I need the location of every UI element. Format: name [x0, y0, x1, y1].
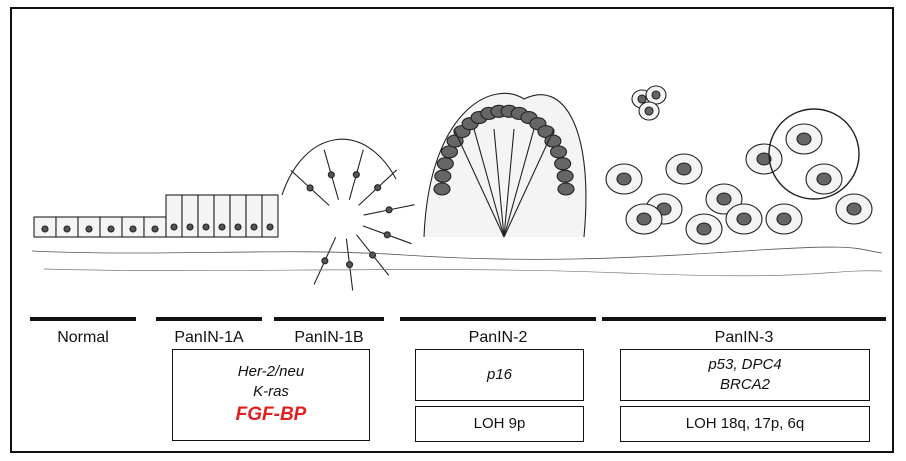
stage-bar-panin3 — [602, 317, 886, 321]
stage-label-panin3: PanIN-3 — [602, 329, 886, 347]
gene-fgfbp: FGF-BP — [236, 402, 307, 428]
stage-label-panin1a: PanIN-1A — [156, 329, 262, 347]
gene-p53-dpc4: p53, DPC4 — [708, 355, 781, 375]
gene-kras: K-ras — [253, 382, 289, 402]
stage-bar-normal — [30, 317, 136, 321]
stage-bar-panin2 — [400, 317, 596, 321]
panin2-gene-box-top: p16 — [415, 349, 584, 401]
stage-bar-panin1b — [274, 317, 384, 321]
panin3-gene-box-top: p53, DPC4 BRCA2 — [620, 349, 870, 401]
loh-9p: LOH 9p — [474, 414, 526, 434]
stage-label-panin2: PanIN-2 — [400, 329, 596, 347]
stage-label-panin1b: PanIN-1B — [274, 329, 384, 347]
epithelium-illustration — [24, 69, 886, 299]
panin1-gene-box: Her-2/neu K-ras FGF-BP — [172, 349, 370, 441]
stage-bar-panin1a — [156, 317, 262, 321]
gene-her2neu: Her-2/neu — [238, 362, 304, 382]
stage-label-normal: Normal — [30, 329, 136, 347]
gene-p16: p16 — [487, 365, 512, 385]
gene-brca2: BRCA2 — [720, 375, 770, 395]
panin3-gene-box-bottom: LOH 18q, 17p, 6q — [620, 406, 870, 442]
panin2-gene-box-bottom: LOH 9p — [415, 406, 584, 442]
figure-frame: Normal PanIN-1A PanIN-1B PanIN-2 PanIN-3… — [10, 7, 894, 453]
loh-18q-17p-6q: LOH 18q, 17p, 6q — [686, 414, 804, 434]
